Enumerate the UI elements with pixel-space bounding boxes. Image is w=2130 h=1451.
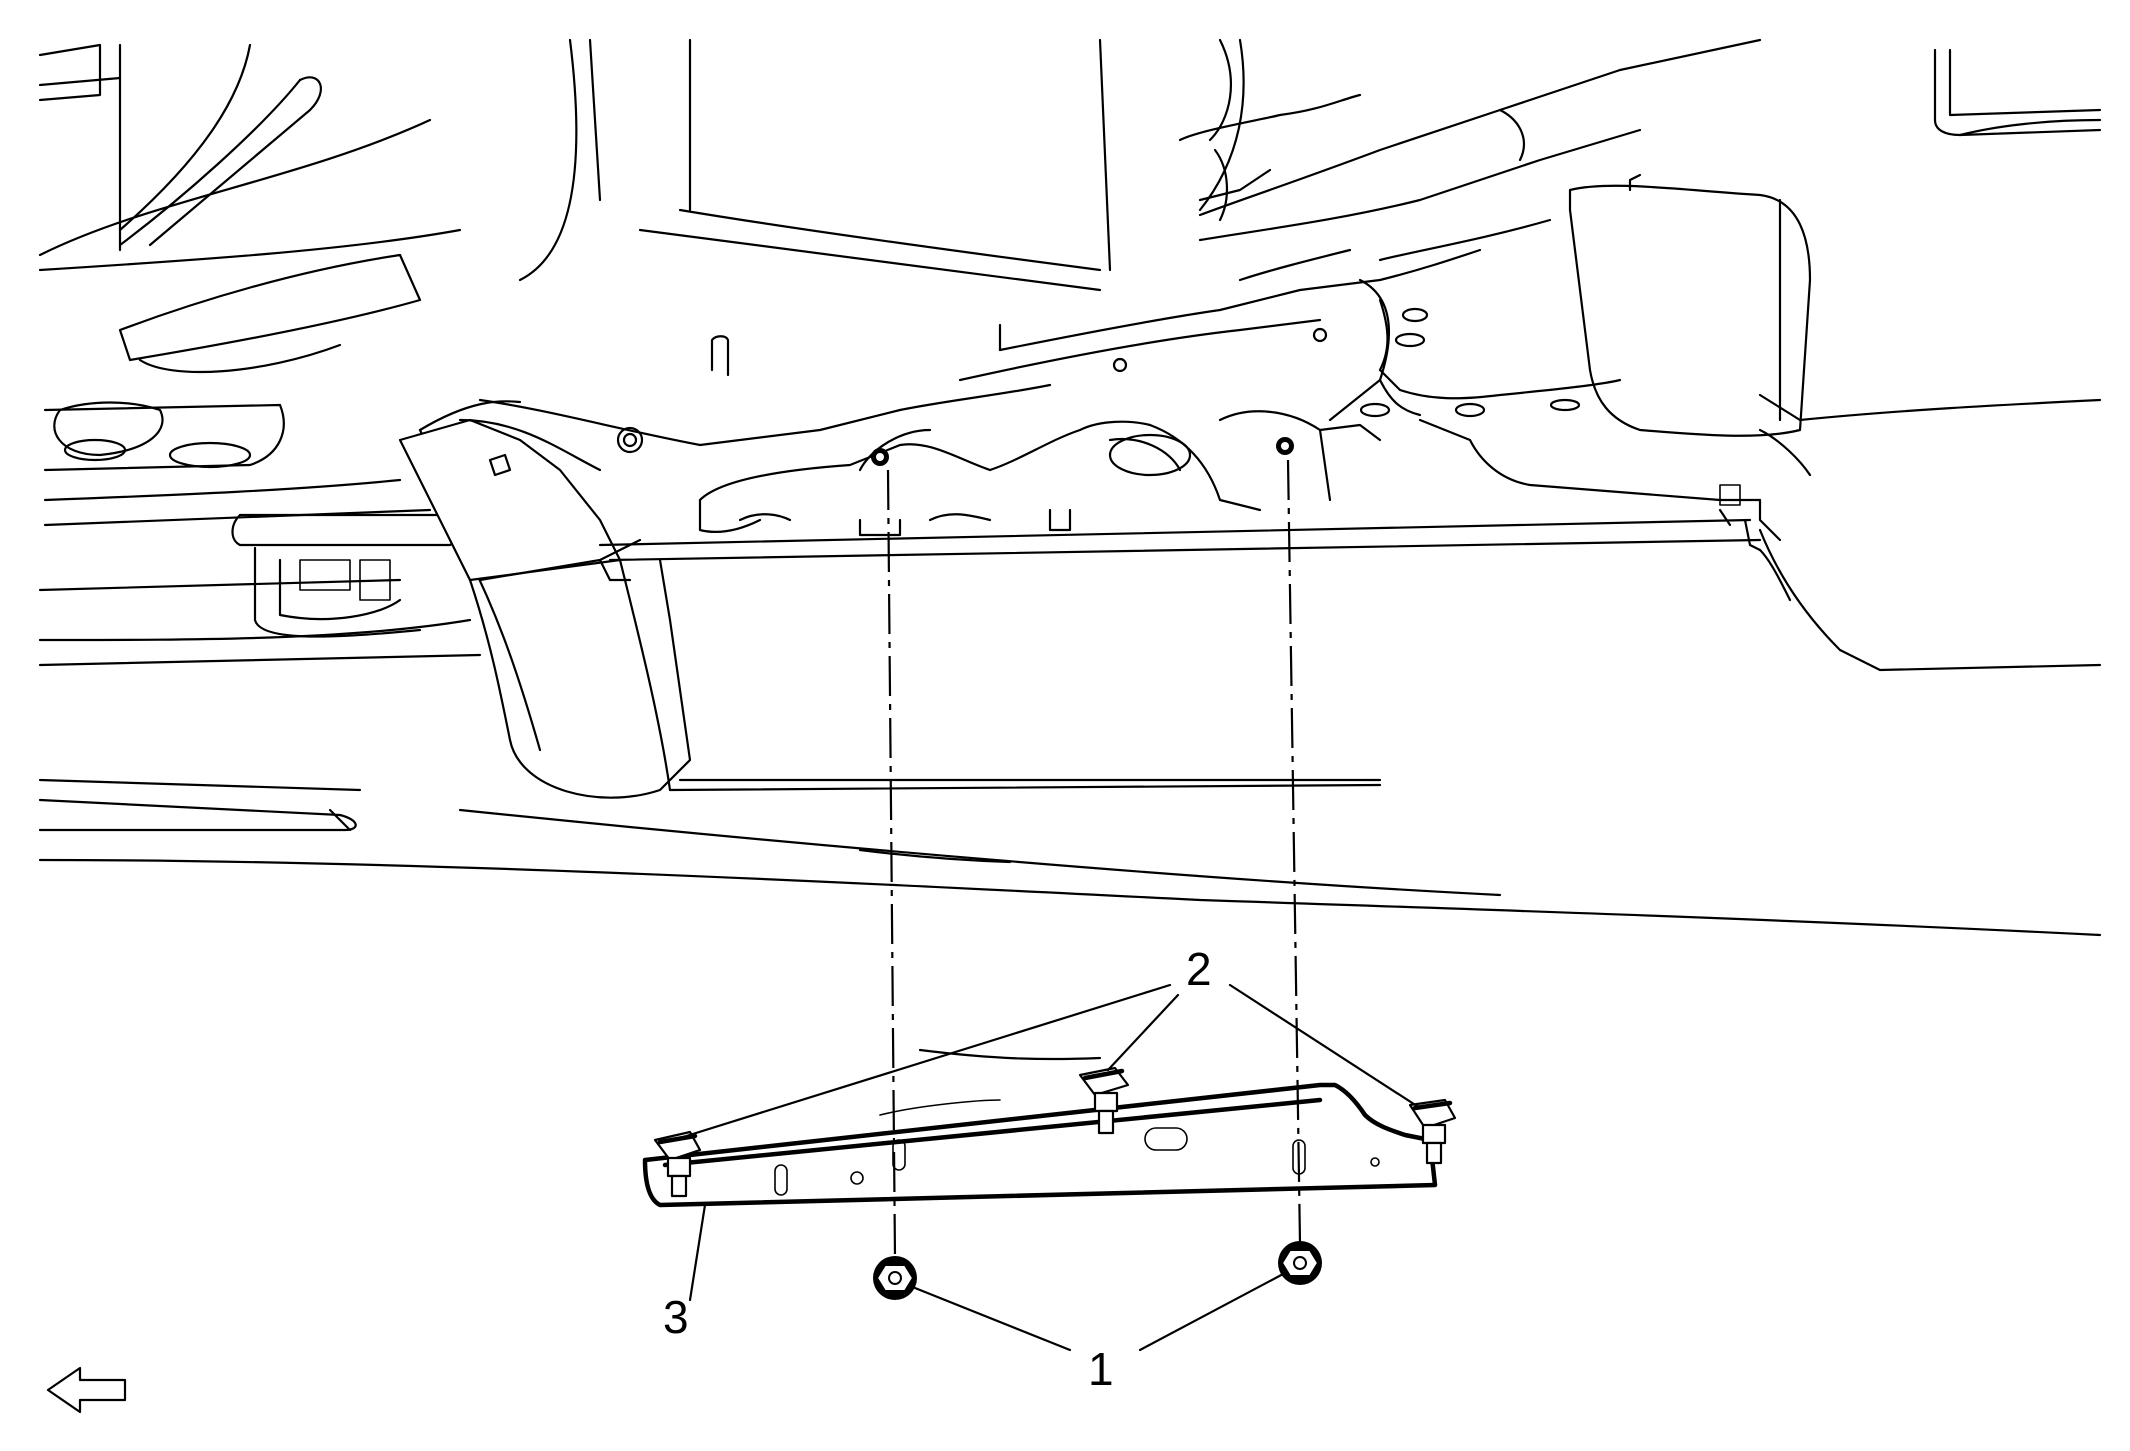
alignment-lines [886,459,1302,1259]
callout-label-1: 1 [1088,1343,1114,1395]
frame-stud-left [871,448,889,466]
clip-fastener-right [1408,1098,1457,1165]
clip-fastener-center [1078,1066,1130,1135]
underbody-shield-plate [642,1082,1438,1208]
callout-label-3: 3 [663,1291,689,1343]
callout-label-2: 2 [1186,943,1212,995]
frame-stud-right [1276,437,1294,455]
hex-nut-left [873,1256,917,1300]
hex-nut-right [1278,1241,1322,1285]
vehicle-underbody [38,38,2102,1061]
left-arrow-icon [46,1366,127,1414]
clip-fastener-left [653,1130,702,1198]
callout-leaders [678,983,1422,1352]
